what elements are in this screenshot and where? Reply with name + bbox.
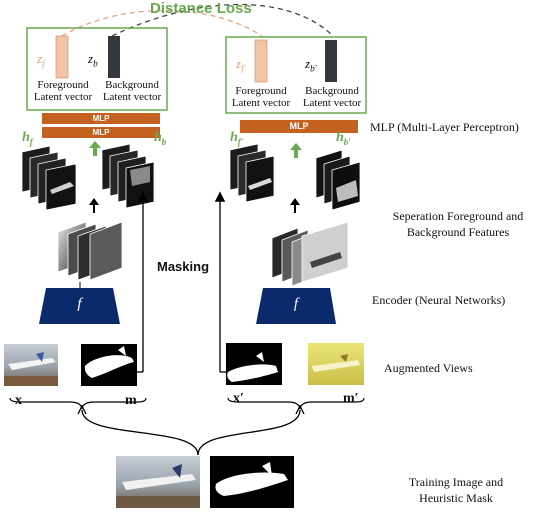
right-mlp-bar [240, 120, 358, 133]
right-encoder-label: f [293, 296, 299, 312]
right-image-m-prime [308, 343, 364, 385]
left-background-vector [108, 36, 120, 78]
right-z-foreground-label: zf′ [236, 56, 246, 74]
left-foreground-feature-stack [21, 145, 77, 211]
masking-label: Masking [157, 259, 210, 274]
stage-label-mlp: MLP (Multi-Layer Perceptron) [370, 120, 519, 134]
right-background-vector [325, 40, 337, 82]
right-mask-x-prime [226, 343, 282, 385]
branch-curve-left [81, 409, 199, 456]
left-z-foreground-label: zf [37, 51, 45, 69]
left-foreground-vector [55, 35, 69, 79]
left-encoder-label: f [77, 296, 82, 312]
left-x-label: x [15, 393, 22, 408]
heuristic-mask [210, 456, 294, 508]
right-brace [227, 397, 365, 410]
stage-label-augmented: Augmented Views [384, 361, 473, 375]
left-mlp-bar-bottom [42, 127, 160, 138]
right-foreground-feature-stack [229, 143, 275, 203]
right-m-prime-label: m′ [343, 391, 359, 406]
right-mlp-label: MLP [289, 121, 309, 131]
distance-loss-title: Distance Loss [150, 0, 252, 17]
right-h-background-label: hb′ [336, 130, 351, 147]
left-m-label: m [125, 393, 137, 408]
branch-curve-right [197, 409, 301, 456]
right-mlp-arrow [290, 143, 302, 158]
right-foreground-vector [254, 39, 268, 83]
left-mask-m [81, 344, 137, 386]
right-encoder [256, 288, 336, 324]
training-image [116, 456, 200, 508]
left-latent-box [26, 27, 168, 111]
left-image-x [4, 344, 58, 386]
left-z-background-label: zb [88, 51, 98, 69]
left-mlp-top-label: MLP [92, 114, 110, 123]
left-mlp-arrow [89, 141, 101, 156]
right-feature-arrow [290, 198, 300, 213]
left-h-background-label: hb [154, 130, 167, 147]
left-feature-arrow [89, 198, 99, 213]
right-background-feature-stack [315, 149, 361, 211]
right-x-prime-label: x′ [233, 391, 244, 406]
left-brace [9, 397, 147, 410]
right-encoder-feature-stack [271, 221, 349, 287]
left-mlp-bottom-label: MLP [92, 128, 110, 137]
left-h-foreground-label: hf [22, 130, 33, 147]
left-background-feature-stack [101, 143, 155, 209]
right-z-background-label: zb′ [305, 56, 317, 74]
distance-loss-arc-background [111, 3, 334, 37]
stage-label-encoder: Encoder (Neural Networks) [372, 293, 506, 307]
right-h-foreground-label: hf′ [230, 130, 244, 147]
left-encoder-feature-stack [57, 221, 123, 281]
left-mlp-bar-top [42, 113, 160, 124]
left-encoder [39, 288, 120, 324]
right-latent-box [225, 36, 367, 114]
